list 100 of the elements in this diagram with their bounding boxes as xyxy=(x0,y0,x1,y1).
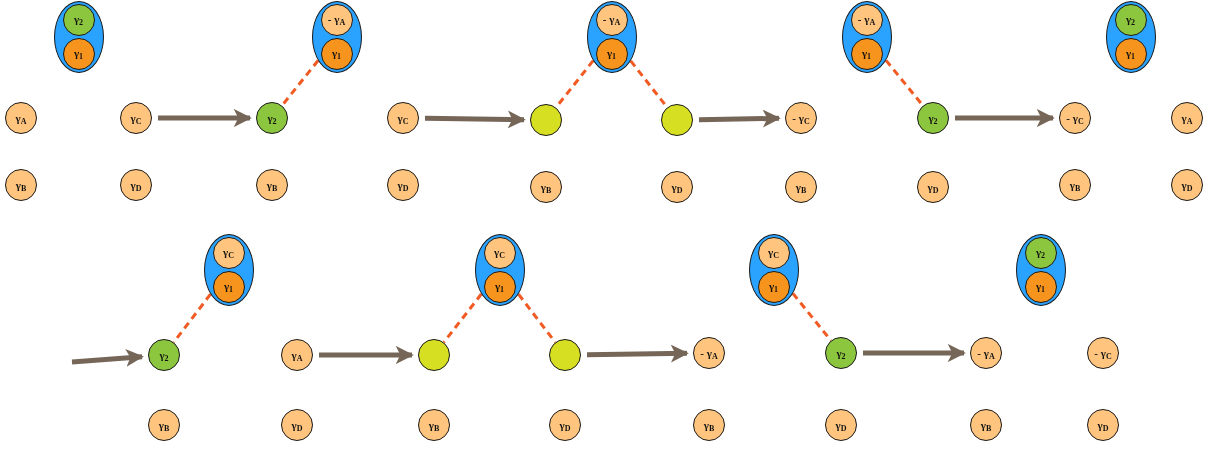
circle-node xyxy=(1024,236,1057,269)
gamma-label: γ$_{C}$ xyxy=(397,112,409,124)
empty-circle-node xyxy=(661,104,693,136)
gamma-label: γ$_{2}$ xyxy=(159,349,169,361)
arrow xyxy=(71,348,144,367)
circle-node xyxy=(757,270,790,303)
gamma-label: - γ$_{C}$ xyxy=(792,112,810,124)
gamma-label: γ$_{B}$ xyxy=(158,419,170,431)
circle-node xyxy=(212,236,245,269)
gamma-label: γ$_{C}$ xyxy=(768,247,779,258)
gamma-label: γ$_{B}$ xyxy=(703,419,715,431)
circle-node xyxy=(970,337,1002,369)
circle-node xyxy=(850,37,883,70)
gamma-label: γ$_{C}$ xyxy=(130,112,142,124)
gamma-label: γ$_{2}$ xyxy=(1035,247,1046,258)
gamma-label: - γ$_{A}$ xyxy=(977,347,995,359)
arrow xyxy=(955,109,1055,127)
arrow xyxy=(863,344,966,362)
gamma-label: γ$_{2}$ xyxy=(836,347,846,359)
gamma-label: γ$_{2}$ xyxy=(928,112,938,124)
gamma-label: γ$_{B}$ xyxy=(266,179,278,191)
gamma-label: γ$_{D}$ xyxy=(835,419,847,431)
gamma-label: γ$_{D}$ xyxy=(130,179,142,191)
circle-node xyxy=(62,37,95,70)
gamma-label: γ$_{1}$ xyxy=(768,281,779,292)
circle-node xyxy=(693,409,725,441)
arrow xyxy=(158,109,252,127)
circle-node xyxy=(1087,337,1119,369)
circle-node xyxy=(1171,102,1203,134)
gamma-label: γ$_{D}$ xyxy=(559,419,571,431)
circle-node xyxy=(483,270,516,303)
gamma-label: γ$_{1}$ xyxy=(494,281,505,292)
arrow xyxy=(586,344,689,363)
gamma-label: - γ$_{A}$ xyxy=(700,347,718,359)
circle-node xyxy=(970,409,1002,441)
gamma-label: γ$_{A}$ xyxy=(291,349,303,361)
circle-node xyxy=(148,339,180,371)
circle-node xyxy=(483,236,516,269)
ellipse-node xyxy=(587,1,637,73)
circle-node xyxy=(5,102,37,134)
dashed-line xyxy=(280,59,320,107)
gamma-label: γ$_{1}$ xyxy=(861,48,872,59)
gamma-label: γ$_{1}$ xyxy=(606,48,617,59)
ellipse-node xyxy=(842,1,892,73)
ellipse-node xyxy=(54,1,104,73)
gamma-label: - γ$_{C}$ xyxy=(1066,112,1084,124)
circle-node xyxy=(1171,169,1203,201)
gamma-label: γ$_{B}$ xyxy=(15,179,27,191)
circle-node xyxy=(693,337,725,369)
gamma-label: γ$_{A}$ xyxy=(15,112,27,124)
dashed-line xyxy=(442,293,483,344)
gamma-label: γ$_{C}$ xyxy=(494,247,505,258)
circle-node xyxy=(1087,409,1119,441)
gamma-label: - γ$_{A}$ xyxy=(327,14,346,25)
circle-node xyxy=(917,102,949,134)
gamma-label: γ$_{1}$ xyxy=(331,48,342,59)
empty-circle-node xyxy=(549,339,581,371)
circle-node xyxy=(148,409,180,441)
gamma-label: γ$_{B}$ xyxy=(980,419,992,431)
gamma-label: γ$_{D}$ xyxy=(1181,179,1193,191)
gamma-label: - γ$_{C}$ xyxy=(1094,347,1112,359)
circle-node xyxy=(661,171,693,203)
gamma-label: γ$_{B}$ xyxy=(795,181,807,193)
circle-node xyxy=(1059,169,1091,201)
gamma-label: γ$_{1}$ xyxy=(223,281,234,292)
circle-node xyxy=(62,3,95,36)
circle-node xyxy=(387,102,419,134)
empty-circle-node xyxy=(418,339,450,371)
circle-node xyxy=(1024,270,1057,303)
circle-node xyxy=(549,409,581,441)
gamma-label: γ$_{D}$ xyxy=(1097,419,1109,431)
gamma-label: - γ$_{A}$ xyxy=(602,14,621,25)
circle-node xyxy=(825,409,857,441)
circle-node xyxy=(212,270,245,303)
circle-node xyxy=(1114,3,1147,36)
arrow xyxy=(698,109,781,128)
gamma-label: γ$_{1}$ xyxy=(1035,281,1046,292)
circle-node xyxy=(320,3,353,36)
gamma-label: γ$_{D}$ xyxy=(291,419,303,431)
circle-node xyxy=(281,339,313,371)
circle-node xyxy=(418,409,450,441)
gamma-label: γ$_{1}$ xyxy=(1125,48,1136,59)
circle-node xyxy=(757,236,790,269)
ellipse-node xyxy=(1106,1,1156,73)
arrow xyxy=(319,346,414,364)
gamma-label: γ$_{2}$ xyxy=(267,112,277,124)
circle-node xyxy=(825,337,857,369)
circle-node xyxy=(1114,37,1147,70)
circle-node xyxy=(320,37,353,70)
empty-circle-node xyxy=(530,104,562,136)
gamma-label: γ$_{1}$ xyxy=(73,48,84,59)
ellipse-node xyxy=(312,1,362,73)
gamma-label: γ$_{D}$ xyxy=(397,179,409,191)
gamma-label: - γ$_{A}$ xyxy=(857,14,876,25)
circle-node xyxy=(5,169,37,201)
gamma-label: γ$_{D}$ xyxy=(671,181,683,193)
gamma-label: γ$_{D}$ xyxy=(927,181,939,193)
circle-node xyxy=(530,171,562,203)
circle-node xyxy=(595,3,628,36)
arrow xyxy=(424,110,526,129)
